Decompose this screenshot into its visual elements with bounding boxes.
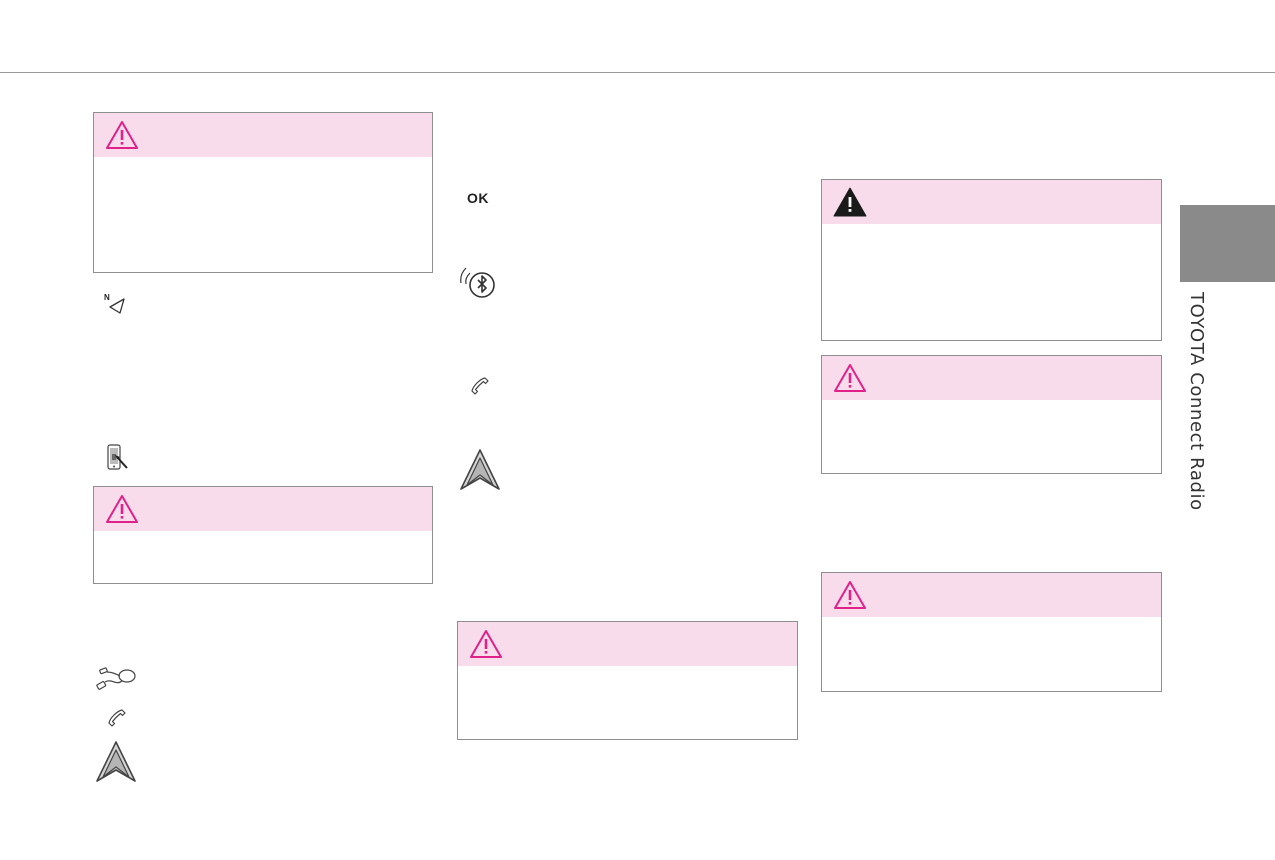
warning-triangle-icon [834,581,866,609]
warning-triangle-icon [106,121,138,149]
warning-box-header [822,573,1161,617]
warning-triangle-icon [106,495,138,523]
phone-handset-icon [108,709,126,727]
usb-cable-icon [96,667,136,690]
top-rule [0,72,1275,73]
bluetooth-icon [460,267,495,298]
warning-box-3 [457,621,798,740]
warning-box-4 [821,355,1162,474]
android-auto-icon [96,741,136,782]
north-arrow-icon: N [104,293,125,314]
ok-label: OK [467,190,489,206]
warning-box-header [94,113,432,157]
warning-box-header [822,356,1161,400]
android-auto-icon [460,449,500,490]
svg-text:N: N [104,293,110,302]
warning-box-1 [93,112,433,273]
chapter-tab [1180,205,1275,282]
warning-box-header [458,622,797,666]
phone-handset-icon [471,377,489,395]
black-warning-triangle-icon [833,187,867,217]
danger-box [821,179,1162,341]
warning-box-5 [821,572,1162,692]
phone-touch-icon [107,444,128,470]
warning-triangle-icon [834,364,866,392]
danger-box-header [822,180,1161,224]
warning-triangle-icon [470,630,502,658]
chapter-tab-label: TOYOTA Connect Radio [1186,292,1207,511]
warning-box-2 [93,486,433,584]
warning-box-header [94,487,432,531]
